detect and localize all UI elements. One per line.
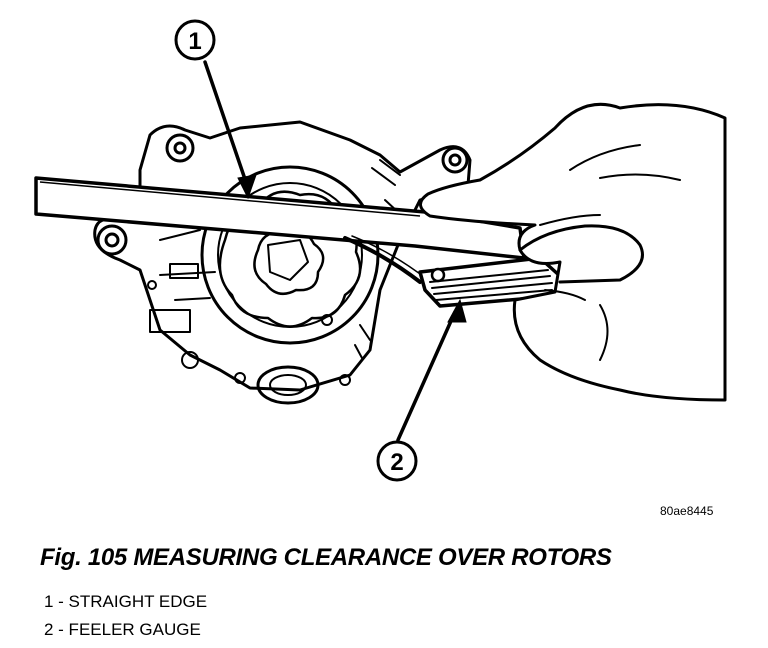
bolt-hole (147, 280, 157, 290)
bolt-hole (234, 372, 246, 384)
mount-boss (165, 133, 195, 163)
callout-1-arrowhead (237, 174, 257, 200)
mount-boss (448, 153, 462, 167)
housing-shade (354, 159, 401, 359)
bolt-hole (321, 314, 333, 326)
callout-2: 2 (376, 440, 418, 482)
callout-2-leader (396, 310, 457, 442)
callout-2-arrowhead (447, 298, 467, 323)
callout-1: 1 (174, 19, 216, 61)
mount-boss (96, 224, 128, 256)
bolt-hole (181, 351, 199, 369)
callout-1-number: 1 (188, 28, 201, 55)
hand (419, 102, 727, 402)
rotor-flat (267, 239, 309, 281)
pump-housing (93, 120, 472, 392)
bolt-hole (339, 374, 351, 386)
outlet-port (256, 365, 320, 405)
mount-boss (104, 232, 120, 248)
mount-boss (441, 146, 469, 174)
figure-caption: Fig. 105 MEASURING CLEARANCE OVER ROTORS (40, 544, 612, 571)
housing-pad (169, 263, 199, 279)
callout-2-number: 2 (390, 449, 403, 476)
mount-boss (173, 141, 187, 155)
outlet-port-inner (269, 374, 307, 396)
outer-rotor (218, 190, 362, 328)
housing-pad (149, 309, 191, 333)
inner-rotor (253, 229, 325, 296)
legend-item-straight-edge: 1 - STRAIGHT EDGE (44, 592, 208, 611)
figure-code: 80ae8445 (660, 504, 714, 518)
legend-item-feeler-gauge: 2 - FEELER GAUGE (44, 620, 201, 639)
callout-1-leader (203, 60, 250, 190)
oil-pump-illustration: 1 2 (34, 19, 727, 482)
